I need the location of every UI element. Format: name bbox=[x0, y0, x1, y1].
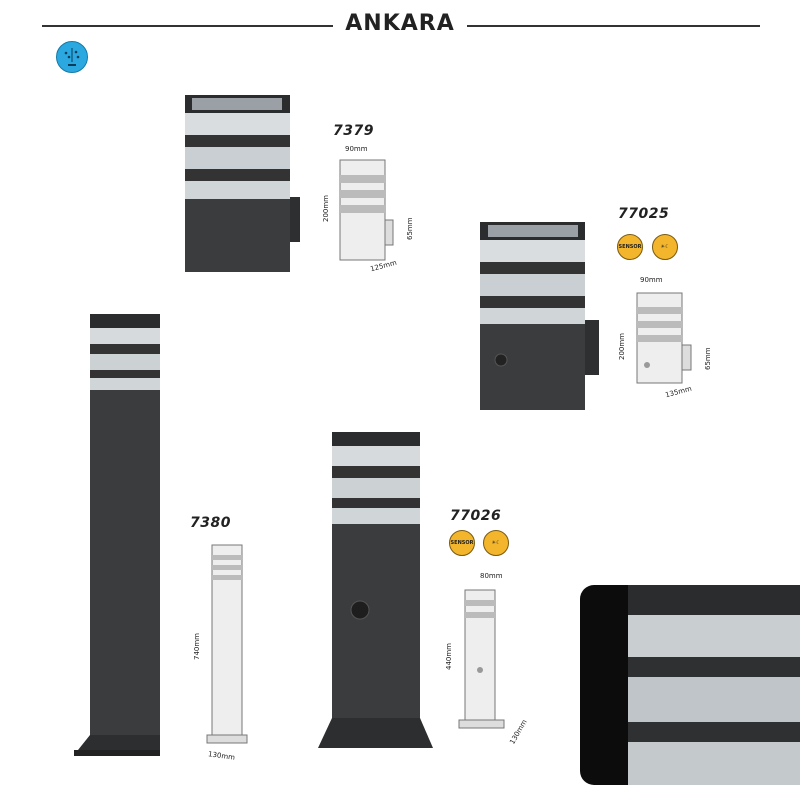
title-rule-right bbox=[467, 25, 760, 27]
dim-mount-77025: 65mm bbox=[704, 347, 712, 370]
diagram-7379 bbox=[339, 159, 394, 261]
product-code-7380: 7380 bbox=[190, 515, 231, 531]
product-photo-77026 bbox=[318, 432, 433, 748]
diagram-7380 bbox=[206, 544, 248, 744]
title-rule-left bbox=[42, 25, 333, 27]
dim-mount-7379: 65mm bbox=[406, 217, 414, 240]
detail-closeup-photo bbox=[580, 585, 800, 785]
product-code-77026: 77026 bbox=[450, 508, 502, 524]
dim-height-7379: 200mm bbox=[322, 195, 330, 222]
dim-width-77026: 80mm bbox=[480, 572, 503, 580]
product-photo-7379 bbox=[185, 95, 300, 272]
dim-width-77025: 90mm bbox=[640, 276, 663, 284]
sensor-icon: SENSOR bbox=[617, 234, 643, 260]
dim-width-7379: 90mm bbox=[345, 145, 368, 153]
dim-height-77025: 200mm bbox=[618, 333, 626, 360]
dim-height-7380: 740mm bbox=[193, 633, 201, 660]
dim-base-7380: 130mm bbox=[207, 750, 236, 762]
ip-rating-icon bbox=[56, 41, 88, 73]
day-night-icon: ☀☾ bbox=[483, 530, 509, 556]
diagram-77026 bbox=[458, 589, 505, 729]
dim-height-77026: 440mm bbox=[445, 643, 453, 670]
sensor-icon: SENSOR bbox=[449, 530, 475, 556]
product-code-77025: 77025 bbox=[618, 206, 670, 222]
product-photo-77025 bbox=[480, 222, 599, 410]
product-code-7379: 7379 bbox=[333, 123, 374, 139]
page-title: ANKARA bbox=[345, 11, 455, 36]
diagram-77025 bbox=[636, 292, 692, 384]
product-photo-7380 bbox=[74, 314, 160, 756]
day-night-icon: ☀☾ bbox=[652, 234, 678, 260]
